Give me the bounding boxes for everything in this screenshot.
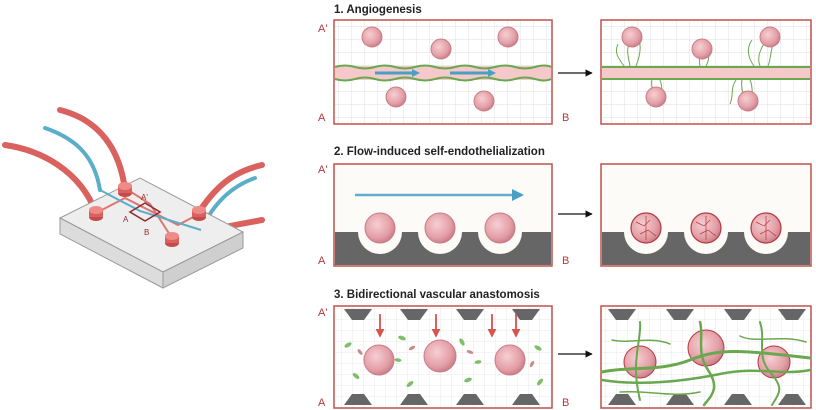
panel-1-title: 1. Angiogenesis: [334, 4, 422, 16]
spheroid: [361, 26, 383, 48]
chip-right-side: [162, 231, 244, 289]
spheroid: [691, 38, 713, 60]
panel-3-label-a-prime: A': [318, 307, 327, 319]
endothelialized-spheroid: [750, 212, 782, 244]
substrate-with-wells: [602, 232, 810, 265]
micropost: [724, 309, 752, 320]
chip-channel-blue: [99, 189, 202, 231]
tube-inlet-red: [2, 142, 99, 216]
panel-3-label-b: B: [562, 397, 569, 409]
micropost: [344, 309, 372, 320]
chip-channel-red: [95, 196, 200, 227]
spheroid: [621, 26, 643, 48]
micropost: [344, 394, 372, 405]
panel-2-title: 2. Flow-induced self-endothelialization: [334, 146, 545, 158]
panel-2-after: [600, 163, 812, 267]
spheroid: [364, 212, 396, 244]
micropost: [724, 394, 752, 405]
flow-arrowhead: [512, 189, 524, 201]
spheroid: [494, 344, 526, 376]
spheroid: [430, 38, 452, 60]
microfluidic-chip: A' A B: [2, 107, 265, 289]
micropost: [456, 309, 484, 320]
panel-1-after: [600, 19, 812, 125]
flow-arrowhead-2: [488, 69, 496, 77]
tube-outlet-red: [57, 107, 128, 193]
endothelial-lining-top: [334, 64, 552, 70]
endothelialized-spheroid: [630, 212, 662, 244]
panel-3-after: [600, 305, 812, 409]
endothelialized-spheroid: [690, 212, 722, 244]
micropost: [456, 394, 484, 405]
anastomosed-vessel-network: [600, 320, 812, 407]
spheroid: [645, 86, 667, 108]
spheroid: [423, 339, 457, 373]
spheroid: [363, 344, 395, 376]
panel-2-label-a: A: [318, 255, 326, 267]
panel-1-label-b: B: [562, 112, 569, 124]
micropost: [512, 309, 540, 320]
vessel-channel: [602, 66, 810, 80]
chip-label-a: A: [123, 215, 129, 224]
port-right: [192, 206, 206, 221]
micropost: [400, 309, 428, 320]
chip-label-b: B: [144, 228, 149, 237]
port-inlet-left: [89, 206, 103, 221]
micropost: [666, 394, 694, 405]
tube-right-red: [196, 162, 265, 215]
panel-1-before: [333, 19, 553, 125]
panel-2-label-a-prime: A': [318, 164, 327, 176]
micropost: [666, 309, 694, 320]
tube-inlet-blue: [43, 126, 102, 192]
spheroid: [424, 212, 456, 244]
vessel-channel: [335, 66, 551, 80]
spheroid: [484, 212, 516, 244]
panel-2-label-b: B: [562, 255, 569, 267]
micropost: [608, 309, 636, 320]
spheroid: [497, 26, 519, 48]
panel-3-title: 3. Bidirectional vascular anastomosis: [334, 289, 540, 301]
panel-1-label-a: A: [318, 112, 326, 124]
micropost: [778, 309, 806, 320]
chip-label-a-prime: A': [141, 193, 148, 202]
panel-1-label-a-prime: A': [318, 23, 327, 35]
flow-arrowhead: [412, 69, 420, 77]
panel-3-before: [333, 305, 553, 409]
port-outlet-top: [118, 182, 132, 197]
chip-section-window: [128, 202, 162, 222]
spheroid: [385, 86, 407, 108]
substrate-with-wells: [335, 232, 551, 265]
endothelial-cells: [344, 335, 543, 387]
spheroid: [687, 329, 725, 367]
panel-2-before: [333, 163, 553, 267]
micropost: [778, 394, 806, 405]
micropost: [400, 394, 428, 405]
spheroid: [623, 345, 657, 379]
spheroid: [737, 90, 759, 112]
endothelial-lining-bottom: [334, 76, 552, 82]
fibroblast-cells: [357, 345, 535, 368]
spheroid: [759, 26, 781, 48]
spheroid: [473, 90, 495, 112]
micropost: [608, 394, 636, 405]
chip-channel-red-2: [124, 187, 173, 239]
panel-3-label-a: A: [318, 397, 326, 409]
port-bottom: [165, 232, 179, 247]
micropost: [512, 394, 540, 405]
